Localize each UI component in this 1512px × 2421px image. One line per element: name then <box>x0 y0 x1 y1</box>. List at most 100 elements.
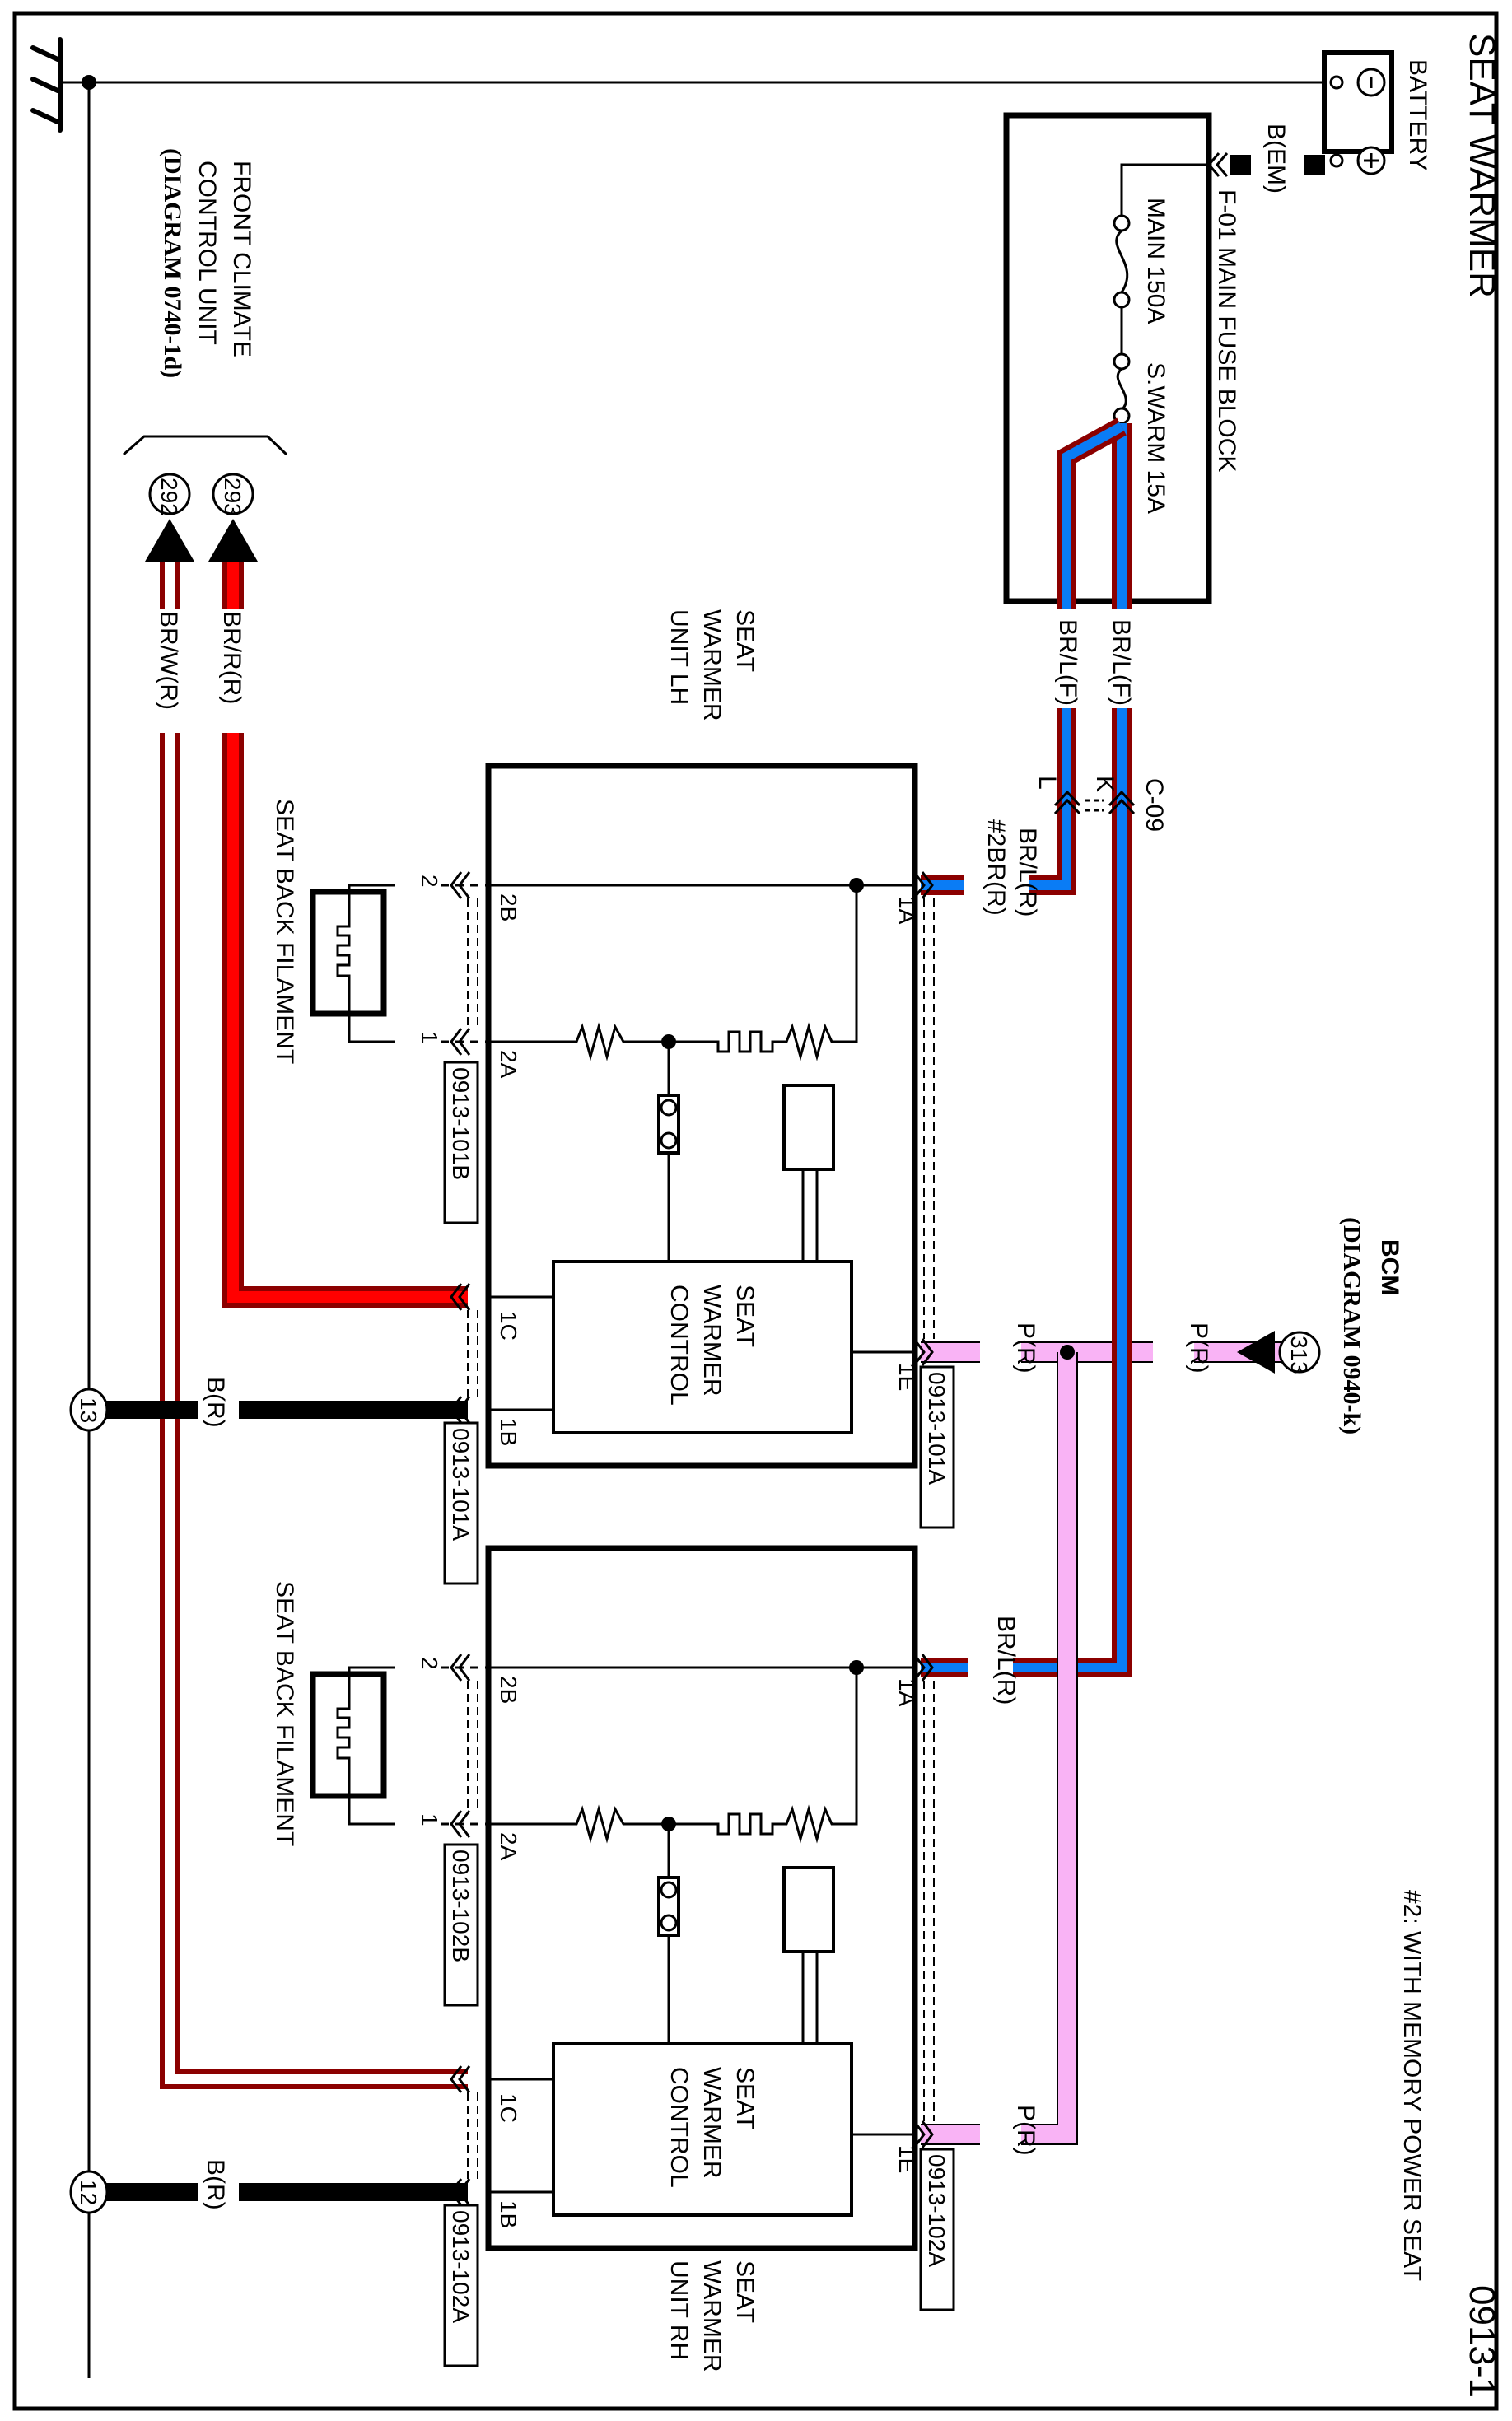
wire-1a-heater <box>840 1668 858 1826</box>
ground-junction <box>82 75 96 90</box>
ground-point-13 <box>69 1388 109 1432</box>
connector-rh-a-right-box <box>919 2148 955 2311</box>
filament-label-rh: SEAT BACK FILAMENT <box>271 1581 298 1846</box>
wire-brw-r <box>160 562 468 2089</box>
climate-bracket <box>123 435 288 456</box>
resistor-icon <box>488 1022 708 1061</box>
c09-pin-k: K <box>1091 776 1118 792</box>
fuse-chain <box>1113 163 1209 425</box>
footnote: #2: WITH MEMORY POWER SEAT <box>1398 1890 1426 2281</box>
seat-warmer-unit-lh <box>310 763 935 1469</box>
filament-label-lh: SEAT BACK FILAMENT <box>271 799 298 1064</box>
resistor-icon <box>488 1804 708 1844</box>
heater-element-icon <box>708 1022 856 1061</box>
control-rh-label-1: SEAT <box>731 2067 758 2129</box>
connector-chevron <box>450 2065 471 2093</box>
connector-rh-a-left: 0913-102A <box>448 2210 474 2323</box>
bcm-pin-circle <box>1278 1331 1321 1374</box>
climate-arrow-293-icon <box>208 519 258 562</box>
ground-point-12 <box>69 2170 109 2214</box>
control-lh-label-1: SEAT <box>731 1285 758 1347</box>
thermistor-node <box>660 1914 678 1932</box>
page-title: SEAT WARMER <box>1462 33 1502 298</box>
lh-pin-1c: 1C <box>496 1311 521 1341</box>
climate-arrow-292-icon <box>145 519 194 562</box>
ground-icon <box>30 37 63 133</box>
wire-label-brw-r: BR/W(R) <box>155 611 182 710</box>
climate-pin-293: 293 <box>220 478 245 516</box>
connector-lh-b: 0913-101B <box>448 1067 474 1180</box>
thermistor-node <box>660 1881 678 1899</box>
rh-pin-1e: 1E <box>894 2145 920 2173</box>
connector-rh-b: 0913-102B <box>448 1850 474 1962</box>
wire-brr-r <box>222 562 468 1308</box>
connector-chevron <box>450 1654 471 1682</box>
wire-label-b-r-lh: B(R) <box>202 1377 229 1428</box>
climate-label-2: CONTROL UNIT <box>194 161 221 345</box>
fuse-swarm-label: S.WARM 15A <box>1142 362 1169 514</box>
climate-pin-293-circle <box>212 473 254 515</box>
bcm-arrow-icon <box>1237 1331 1275 1374</box>
fuse-swarm-icon <box>1113 352 1131 371</box>
fuse-main-icon <box>1113 214 1131 232</box>
climate-label-1: FRONT CLIMATE <box>228 161 255 357</box>
wire-1a-heater <box>840 885 858 1043</box>
control-lh-label-3: CONTROL <box>665 1285 693 1406</box>
connector-chevron <box>912 1338 934 1366</box>
connector-chevron <box>912 2120 934 2148</box>
unit-box <box>485 1545 918 2251</box>
rh-pin-2a: 2A <box>496 1832 521 1861</box>
wire-label-brl-f-1: BR/L(F) <box>1108 619 1135 706</box>
wire-b-em-2 <box>1230 155 1251 175</box>
heater-element-icon <box>708 1804 856 1844</box>
c09-connector <box>1053 790 1136 815</box>
filament-element-icon <box>336 884 395 1043</box>
bcm-pin: 313 <box>1286 1336 1312 1374</box>
seat-warmer-control <box>552 2042 853 2217</box>
wire-label-b-r-rh: B(R) <box>202 2159 229 2210</box>
connector-rh-a-left-box <box>443 2204 479 2367</box>
rh-fil-pin-2: 2 <box>417 1657 442 1670</box>
fuse-main-label: MAIN 150A <box>1142 198 1169 324</box>
sensor-icon <box>782 1866 835 1953</box>
control-lh-label-2: WARMER <box>698 1285 726 1397</box>
thermistor-node <box>660 1099 678 1117</box>
connector-chevron <box>450 871 471 899</box>
connector-chevron <box>912 871 934 899</box>
sensor-icon <box>782 1084 835 1171</box>
unit-lh-label-1: SEAT <box>731 609 758 672</box>
pr-junction <box>1060 1345 1075 1360</box>
lh-pin-2b: 2B <box>496 893 521 921</box>
battery: BATTERY <box>1322 50 1431 175</box>
unit-rh-label-1: SEAT <box>731 2260 758 2323</box>
c09-label: C-09 <box>1141 778 1168 832</box>
lh-pin-2a: 2A <box>496 1050 521 1079</box>
page-border <box>12 11 1499 2411</box>
connector-chevron <box>450 1028 471 1056</box>
wire-label-pr-2: P(R) <box>1185 1322 1212 1374</box>
wire-label-pr-1: P(R) <box>1012 1322 1039 1374</box>
ground-13-label: 13 <box>76 1397 101 1423</box>
connector-rh-a-right: 0913-102A <box>924 2154 950 2267</box>
rh-pin-2b: 2B <box>496 1676 521 1704</box>
control-rh-label-2: WARMER <box>698 2067 726 2179</box>
seat-warmer-control <box>552 1260 853 1434</box>
lh-pin-1e: 1E <box>894 1363 920 1391</box>
unit-lh-label-3: UNIT LH <box>665 609 693 705</box>
connector-lh-a-left: 0913-101A <box>448 1428 474 1541</box>
filament-element-icon <box>336 1666 395 1826</box>
climate-pin-292: 292 <box>156 478 182 516</box>
seat-warmer-unit-rh <box>310 1545 935 2251</box>
lh-pin-1a: 1A <box>894 896 920 925</box>
bcm-ref: (DIAGRAM 0940-k) <box>1338 1217 1365 1434</box>
wire-label-brl-r-lh: BR/L(R) <box>1014 828 1041 917</box>
control-rh-label-3: CONTROL <box>665 2067 693 2188</box>
wire-label-brl-f-2: BR/L(F) <box>1054 619 1081 706</box>
connector-rh-b-box <box>443 1843 479 2007</box>
lh-fil-pin-1: 1 <box>417 1031 442 1044</box>
connector-lh-a-right: 0913-101A <box>924 1372 950 1485</box>
unit-rh-label-2: WARMER <box>698 2260 726 2372</box>
ground-12-label: 12 <box>76 2180 101 2205</box>
connector-chevron <box>912 1654 934 1682</box>
c09-pin-l: L <box>1034 776 1061 790</box>
